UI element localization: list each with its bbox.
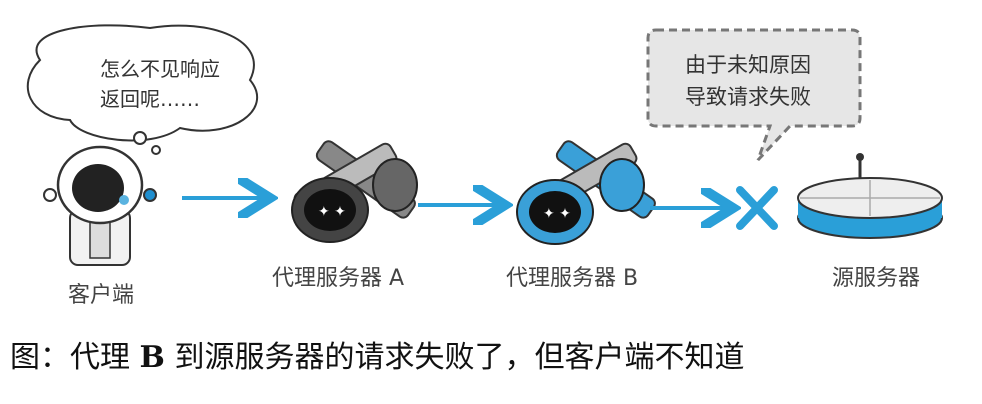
client-thought-bubble: 怎么不见响应 返回呢…… bbox=[26, 24, 258, 155]
figure-caption: 图：代理 B 到源服务器的请求失败了，但客户端不知道 bbox=[10, 332, 744, 376]
thought-line-2: 返回呢…… bbox=[100, 87, 200, 111]
origin-server-icon bbox=[797, 153, 943, 239]
origin-label: 源服务器 bbox=[832, 266, 920, 291]
failure-note-line-2: 导致请求失败 bbox=[685, 85, 811, 109]
failure-cross-icon bbox=[736, 186, 778, 230]
failure-note-line-1: 由于未知原因 bbox=[685, 53, 811, 77]
failure-note-bubble: 由于未知原因 导致请求失败 bbox=[646, 28, 862, 162]
diagram: 怎么不见响应 返回呢…… 客户端 ✦ ✦ 代理服务器 A ✦ ✦ 代理服务器 B bbox=[26, 24, 943, 308]
thought-line-1: 怎么不见响应 bbox=[100, 57, 220, 81]
proxy-a-satellite-icon: ✦ ✦ bbox=[291, 140, 418, 243]
client-robot-icon bbox=[43, 145, 157, 266]
caption-suffix: 到源服务器的请求失败了，但客户端不知道 bbox=[164, 340, 745, 375]
caption-bold: B bbox=[139, 340, 165, 375]
svg-text:✦ ✦: ✦ ✦ bbox=[318, 204, 346, 220]
proxy-b-label: 代理服务器 B bbox=[506, 266, 638, 291]
client-label: 客户端 bbox=[68, 283, 134, 308]
proxy-b-satellite-icon: ✦ ✦ bbox=[516, 140, 656, 245]
proxy-a-label: 代理服务器 A bbox=[272, 266, 404, 291]
caption-prefix: 图：代理 bbox=[10, 340, 140, 375]
svg-text:✦ ✦: ✦ ✦ bbox=[543, 206, 571, 222]
diagram-canvas: 怎么不见响应 返回呢…… 客户端 ✦ ✦ 代理服务器 A ✦ ✦ 代理服务器 B bbox=[26, 24, 943, 308]
